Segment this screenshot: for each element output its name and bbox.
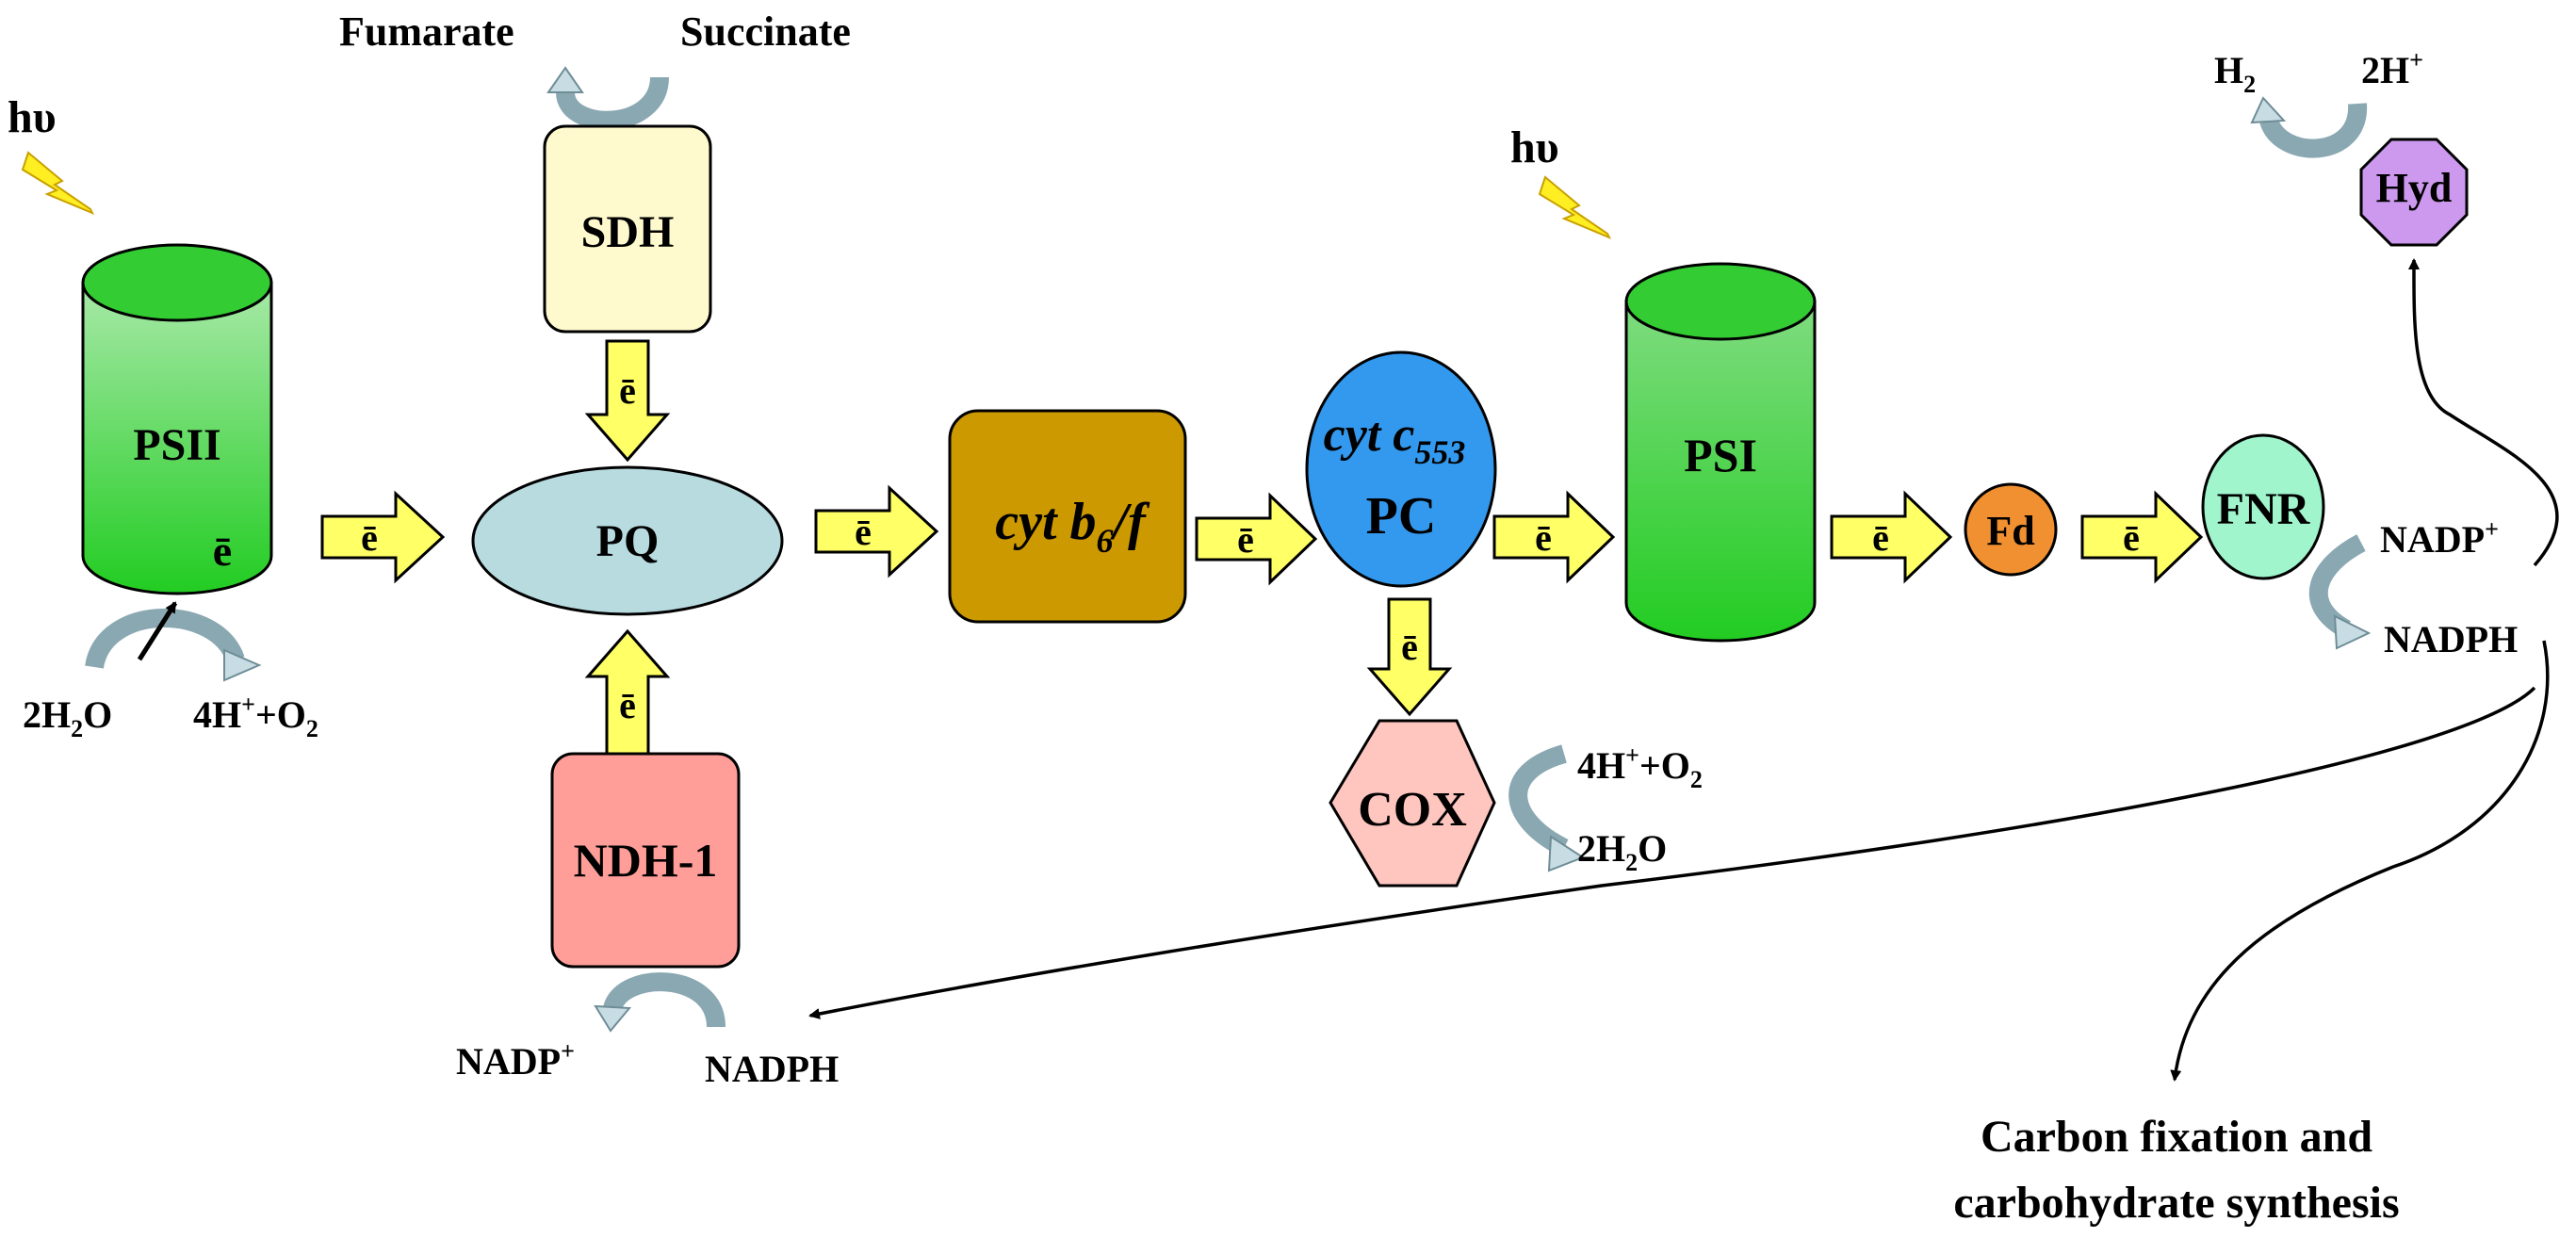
psii-products: 4H++O2	[193, 691, 318, 742]
electron-label: ē	[361, 516, 378, 559]
fnr-ellipse	[2201, 433, 2325, 580]
electron-arrow-psi-to-fd: ē	[1830, 490, 1953, 584]
electron-arrow-cytb6f-to-cytc: ē	[1195, 492, 1318, 586]
electron-label: ē	[1535, 516, 1552, 559]
electron-label: ē	[1237, 518, 1254, 561]
hyd-product: H2	[2214, 49, 2256, 98]
succinate-arrowhead-icon	[546, 66, 584, 93]
electron-arrow-cytc-to-psi: ē	[1492, 490, 1616, 584]
ndh1-label: NDH-1	[574, 834, 718, 887]
carbon-fixation-label-line2: carbohydrate synthesis	[1953, 1178, 2399, 1228]
pq-label: PQ	[596, 516, 660, 566]
ndh1-product: NADP+	[456, 1037, 575, 1083]
electron-label: ē	[855, 511, 872, 553]
psii-substrate: 2H2O	[23, 693, 112, 742]
fd-circle	[1964, 482, 2058, 577]
water-oxidation-curl-arrow	[85, 609, 245, 670]
electron-label: ē	[619, 684, 636, 726]
psii-electron-label: ē	[213, 527, 232, 575]
oxygen-reduction-curl-arrow	[1508, 744, 1569, 856]
proton-reduction-arrowhead-icon	[2250, 96, 2287, 124]
carbon-fixation-label-line1: Carbon fixation and	[1981, 1112, 2372, 1162]
lightning-bolt-icon	[1539, 176, 1610, 238]
hyd-octagon	[2359, 138, 2469, 247]
fnr-substrate: NADP+	[2380, 515, 2499, 561]
cox-label: COX	[1358, 783, 1467, 837]
nadp-reduction-arrowhead-icon	[2333, 614, 2372, 650]
nadph-oxidation-curl-arrow	[603, 972, 726, 1028]
sdh-label: SDH	[581, 207, 675, 257]
ndh1-box	[550, 752, 741, 969]
nadph-arrowhead-icon	[594, 1004, 632, 1033]
cytb6f-label: cyt b6/f	[995, 493, 1150, 560]
electron-label: ē	[619, 369, 636, 412]
succinate-oxidation-curl-arrow	[556, 75, 669, 130]
hyd-label: Hyd	[2376, 165, 2453, 211]
fnr-label: FNR	[2217, 484, 2311, 534]
psii-cylinder-body	[81, 281, 273, 595]
fd-label: Fd	[1986, 508, 2034, 554]
electron-arrow-psii-to-pq: ē	[320, 490, 446, 584]
psi-label: PSI	[1684, 429, 1757, 481]
pq-ellipse	[471, 465, 784, 616]
cytc553-pc-ellipse	[1305, 350, 1497, 588]
psi-cylinder-top	[1624, 262, 1817, 341]
electron-arrow-ndh1-to-pq	[584, 628, 671, 756]
nadph-to-ndh1-arrow	[808, 686, 2536, 1019]
nadp-reduction-curl-arrow	[2308, 534, 2366, 638]
nadph-to-hyd-arrow	[2407, 258, 2559, 567]
proton-reduction-curl-arrow	[2259, 103, 2368, 158]
electron-arrow-sdh-to-pq	[584, 339, 671, 463]
cox-substrate: 4H++O2	[1577, 741, 1703, 793]
psii-complex: PSII ē	[81, 243, 273, 595]
fnr-product-label: NADPH	[2384, 618, 2518, 660]
light-label-psii: hυ	[8, 92, 57, 142]
cox-product: 2H2O	[1577, 827, 1667, 876]
ndh1-substrate-label: NADPH	[705, 1048, 839, 1090]
cox-hexagon	[1329, 719, 1496, 888]
psi-complex: PSI	[1624, 262, 1817, 643]
nadph-to-carbon-fixation-arrow	[2170, 640, 2550, 1082]
psi-cylinder-body	[1624, 300, 1817, 643]
electron-transfer-arrow	[137, 601, 178, 661]
electron-label: ē	[1872, 516, 1889, 559]
cytc553-label: cyt c553	[1324, 408, 1466, 471]
sdh-substrate-label: Succinate	[680, 8, 851, 55]
electron-label: ē	[1401, 626, 1418, 668]
psii-cylinder-top	[81, 243, 273, 322]
water-oxidation-arrowhead-icon	[223, 648, 262, 682]
pc-label: PC	[1366, 487, 1437, 546]
lightning-bolt-icon	[22, 152, 93, 214]
electron-arrow-cytc-to-cox	[1366, 597, 1453, 717]
psii-label: PSII	[133, 420, 220, 470]
electron-label: ē	[2123, 516, 2140, 559]
cytb6f-box	[948, 409, 1187, 624]
electron-arrow-pq-to-cytb6f: ē	[814, 484, 939, 578]
sdh-box	[543, 124, 712, 334]
oxygen-reduction-arrowhead-icon	[1547, 835, 1586, 872]
sdh-product-label: Fumarate	[339, 8, 514, 55]
hyd-substrate: 2H+	[2361, 46, 2423, 91]
light-label-psi: hυ	[1510, 122, 1559, 172]
electron-arrow-fd-to-fnr: ē	[2080, 490, 2204, 584]
